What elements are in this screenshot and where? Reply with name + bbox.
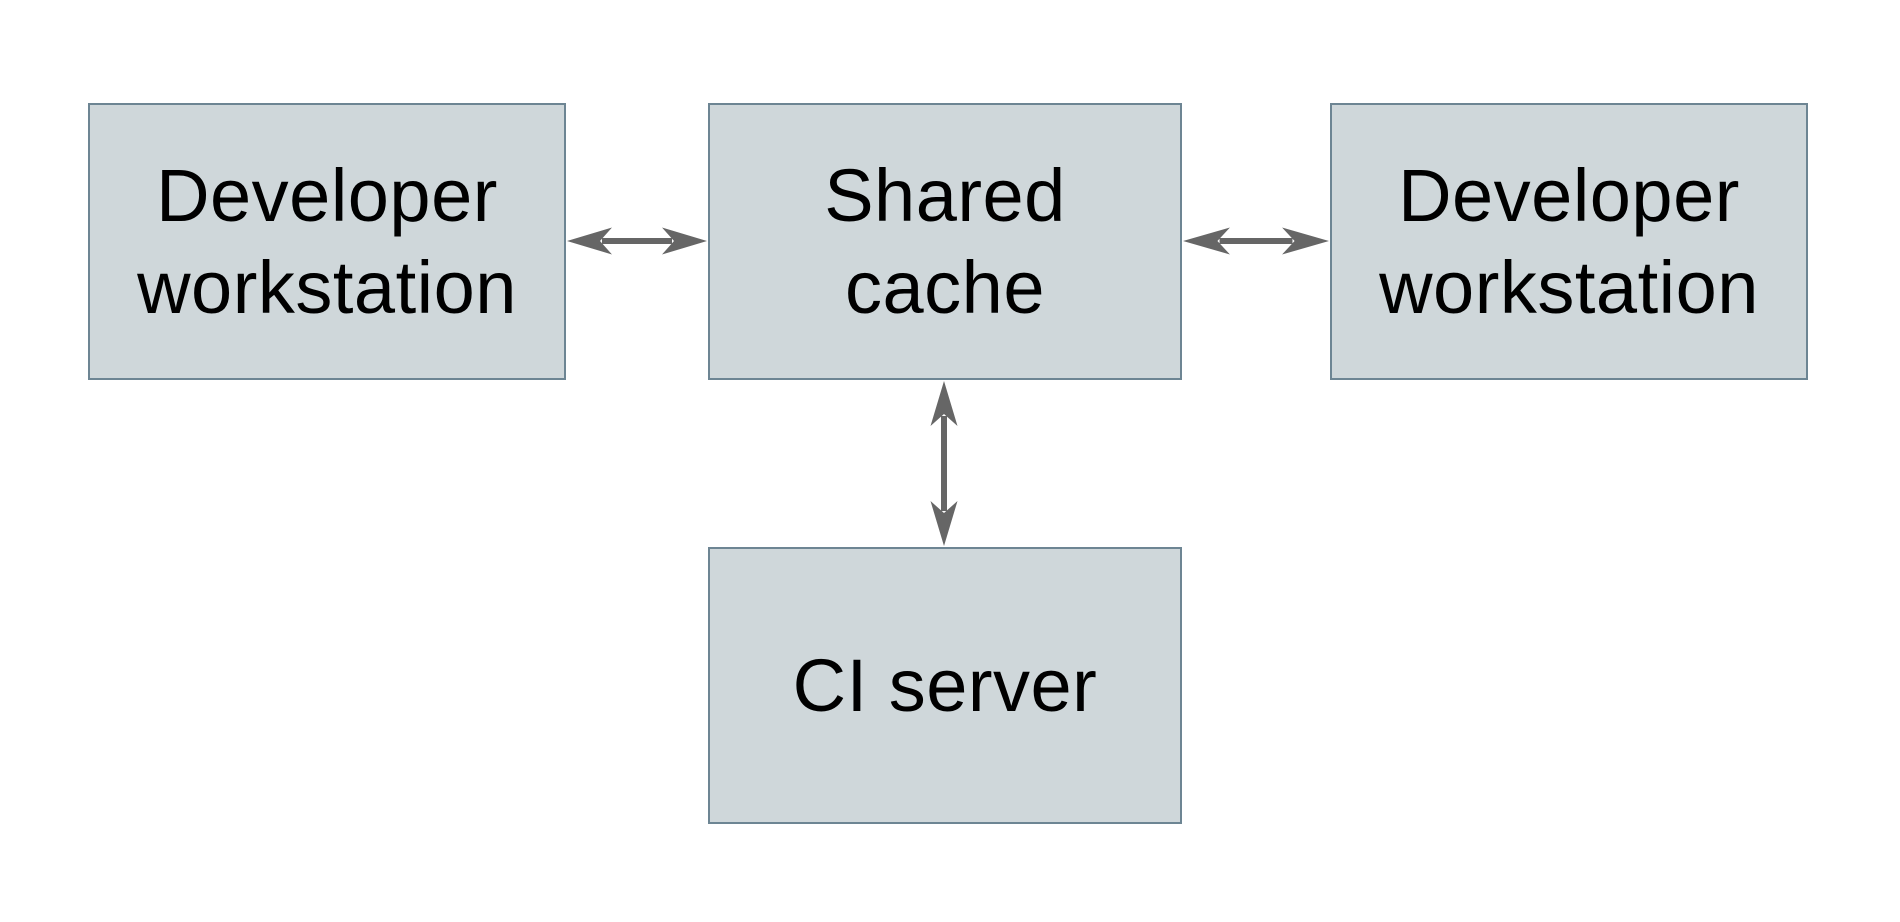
bidirectional-arrow-icon-devleft-cache	[566, 225, 708, 257]
node-shared-cache-label: Shared cache	[824, 153, 1066, 329]
node-shared-cache: Shared cache	[708, 103, 1182, 380]
node-developer-workstation-left: Developer workstation	[88, 103, 566, 380]
node-developer-workstation-left-label: Developer workstation	[137, 153, 517, 329]
node-developer-workstation-right-label: Developer workstation	[1379, 153, 1759, 329]
node-ci-server: CI server	[708, 547, 1182, 824]
bidirectional-arrow-icon-cache-ciserver	[928, 380, 960, 547]
bidirectional-arrow-icon-cache-devright	[1182, 225, 1330, 257]
node-ci-server-label: CI server	[792, 643, 1098, 727]
node-developer-workstation-right: Developer workstation	[1330, 103, 1808, 380]
